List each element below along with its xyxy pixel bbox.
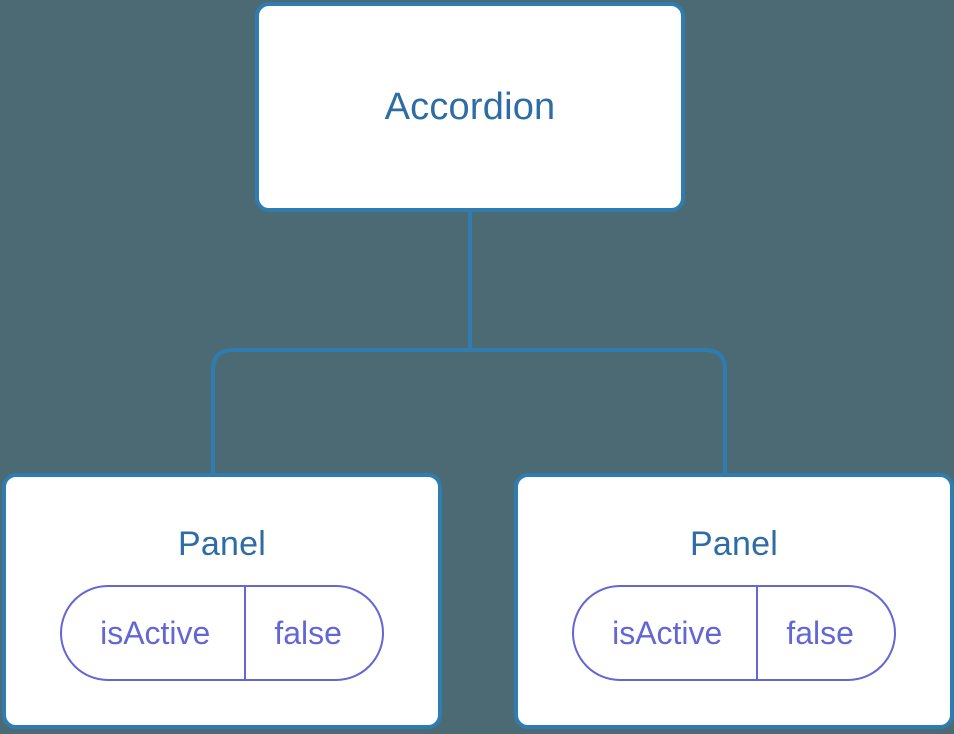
node-accordion[interactable]: Accordion (255, 2, 685, 212)
node-panel-2-label: Panel (690, 525, 778, 563)
connector-branch-left (211, 348, 470, 477)
prop-pill-panel-1[interactable]: isActive false (60, 585, 384, 681)
prop-key-isactive: isActive (574, 587, 759, 679)
prop-value-isactive: false (786, 615, 854, 651)
connector-branch-right (470, 348, 727, 477)
node-accordion-label: Accordion (384, 86, 556, 128)
node-panel-1-label: Panel (178, 525, 266, 563)
node-panel-2[interactable]: Panel isActive false (514, 473, 954, 729)
node-panel-1[interactable]: Panel isActive false (2, 473, 442, 729)
prop-key-isactive: isActive (62, 587, 247, 679)
prop-value-isactive: false (274, 615, 342, 651)
prop-pill-panel-2[interactable]: isActive false (572, 585, 896, 681)
